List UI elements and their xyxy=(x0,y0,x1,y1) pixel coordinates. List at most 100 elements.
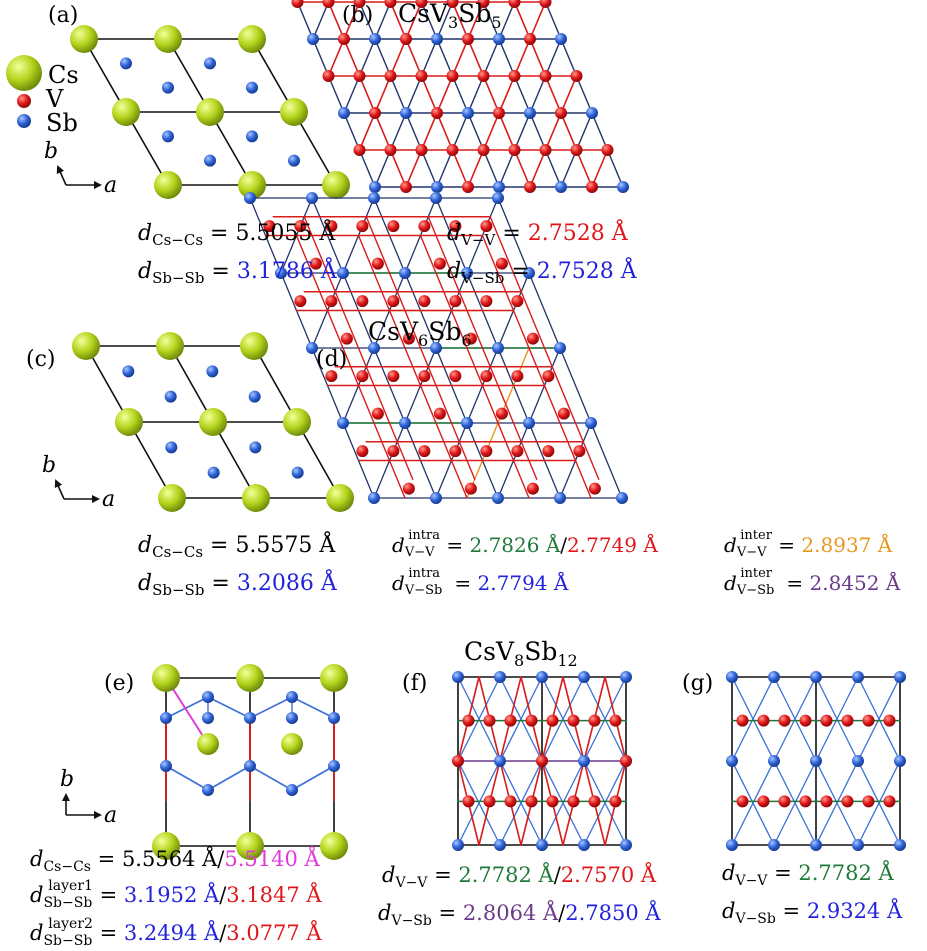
sb-atom xyxy=(524,107,536,119)
sb-atom xyxy=(620,839,632,851)
cs-atom xyxy=(322,171,350,199)
v-sb-bond xyxy=(541,676,585,762)
v-atom xyxy=(371,407,384,420)
v-atom xyxy=(384,144,397,156)
v-atom xyxy=(325,295,338,308)
cs-atom xyxy=(154,25,182,53)
sb-atom xyxy=(578,839,590,851)
sb-atom xyxy=(164,390,177,403)
v-atom xyxy=(446,70,459,82)
sb-sb-bond xyxy=(207,765,251,791)
sb-atom xyxy=(162,81,174,94)
sb-atom xyxy=(430,492,442,504)
v-v-bond xyxy=(405,0,486,188)
title-csv6sb6: CsV6Sb6 xyxy=(368,317,472,350)
v-v-bond xyxy=(591,149,609,188)
v-atom xyxy=(511,445,524,458)
cs-atom xyxy=(152,832,180,860)
sb-sb-bond xyxy=(165,765,209,791)
sb-atom xyxy=(810,671,822,683)
sb-atom xyxy=(328,760,340,772)
b-axis-arrow-icon xyxy=(54,479,65,500)
v-atom xyxy=(415,144,428,156)
sb-sb-bond xyxy=(291,696,335,719)
sb-atom xyxy=(248,390,261,403)
v-atom xyxy=(449,370,462,383)
formula-c-cscs: dCs−Cs = 5.5575 Å xyxy=(138,530,336,561)
v-atom xyxy=(462,33,474,45)
sb-atom xyxy=(306,342,318,354)
v-atom xyxy=(446,0,459,8)
v-atom xyxy=(588,482,601,495)
v-atom xyxy=(508,70,521,82)
sb-atom xyxy=(204,57,216,70)
v-atom xyxy=(433,407,446,420)
cs-atom xyxy=(152,664,180,692)
sb-atom xyxy=(494,755,506,767)
v-atom xyxy=(369,107,381,119)
v-atom xyxy=(820,714,833,727)
sb-atom xyxy=(399,267,411,279)
v-sb-bond xyxy=(499,676,543,762)
sb-atom xyxy=(523,417,535,429)
cs-atom xyxy=(240,332,268,360)
sb-atom xyxy=(578,755,590,767)
v-atom xyxy=(557,407,570,420)
sb-atom xyxy=(204,154,216,167)
v-atom xyxy=(539,70,552,82)
v-sb-bond xyxy=(541,760,585,846)
sb-atom xyxy=(249,441,262,454)
v-atom xyxy=(570,144,583,156)
v-atom xyxy=(477,70,490,82)
v-atom xyxy=(325,370,338,383)
v-sb-bond xyxy=(499,760,543,846)
v-atom xyxy=(526,482,539,495)
v-atom xyxy=(567,714,580,727)
v-v-bond xyxy=(467,1,547,188)
v-atom xyxy=(464,482,477,495)
formula-d-vsb-inter: dV−Sbinter = 2.8452 Å xyxy=(724,566,901,598)
formula-b-vsb: dV−Sb = 2.7528 Å xyxy=(447,256,638,287)
sb-atom xyxy=(894,839,906,851)
sb-atom xyxy=(400,107,412,119)
axes-indicator-3: b a xyxy=(60,767,117,828)
sb-atom xyxy=(291,466,304,479)
legend: Cs V Sb xyxy=(6,55,79,137)
v-atom xyxy=(291,0,304,8)
v-sb-bond xyxy=(731,760,775,846)
cs-atom xyxy=(158,484,186,512)
v-atom xyxy=(586,181,598,193)
v-atom xyxy=(325,220,338,233)
formula-d-vv-inter: dV−Vinter = 2.8937 Å xyxy=(724,528,893,560)
v-atom xyxy=(526,332,539,345)
v-sb-bond xyxy=(583,760,627,846)
sb-atom xyxy=(162,130,174,143)
v-atom xyxy=(778,714,791,727)
v-atom xyxy=(464,332,477,345)
panel-b-structure xyxy=(291,0,629,193)
v-atom xyxy=(387,220,400,233)
cs-atom xyxy=(320,664,348,692)
a-axis-label: a xyxy=(104,173,117,198)
sb-bond xyxy=(312,0,331,40)
sb-atom xyxy=(536,671,548,683)
v-atom xyxy=(778,795,791,808)
v-atom xyxy=(418,445,431,458)
sb-atom xyxy=(494,839,506,851)
v-atom xyxy=(862,795,875,808)
sb-atom xyxy=(536,839,548,851)
sb-atom xyxy=(206,365,219,378)
sb-atom xyxy=(165,441,178,454)
sb-atom xyxy=(338,107,350,119)
sb-atom xyxy=(494,671,506,683)
v-atom xyxy=(883,714,896,727)
axes-indicator-1: b a xyxy=(44,139,117,198)
v-atom xyxy=(415,0,428,8)
sb-atom xyxy=(768,839,780,851)
v-atom xyxy=(525,714,538,727)
v-atom xyxy=(567,795,580,808)
cs-atom xyxy=(70,25,98,53)
sb-atom xyxy=(461,417,473,429)
v-atom xyxy=(402,332,415,345)
